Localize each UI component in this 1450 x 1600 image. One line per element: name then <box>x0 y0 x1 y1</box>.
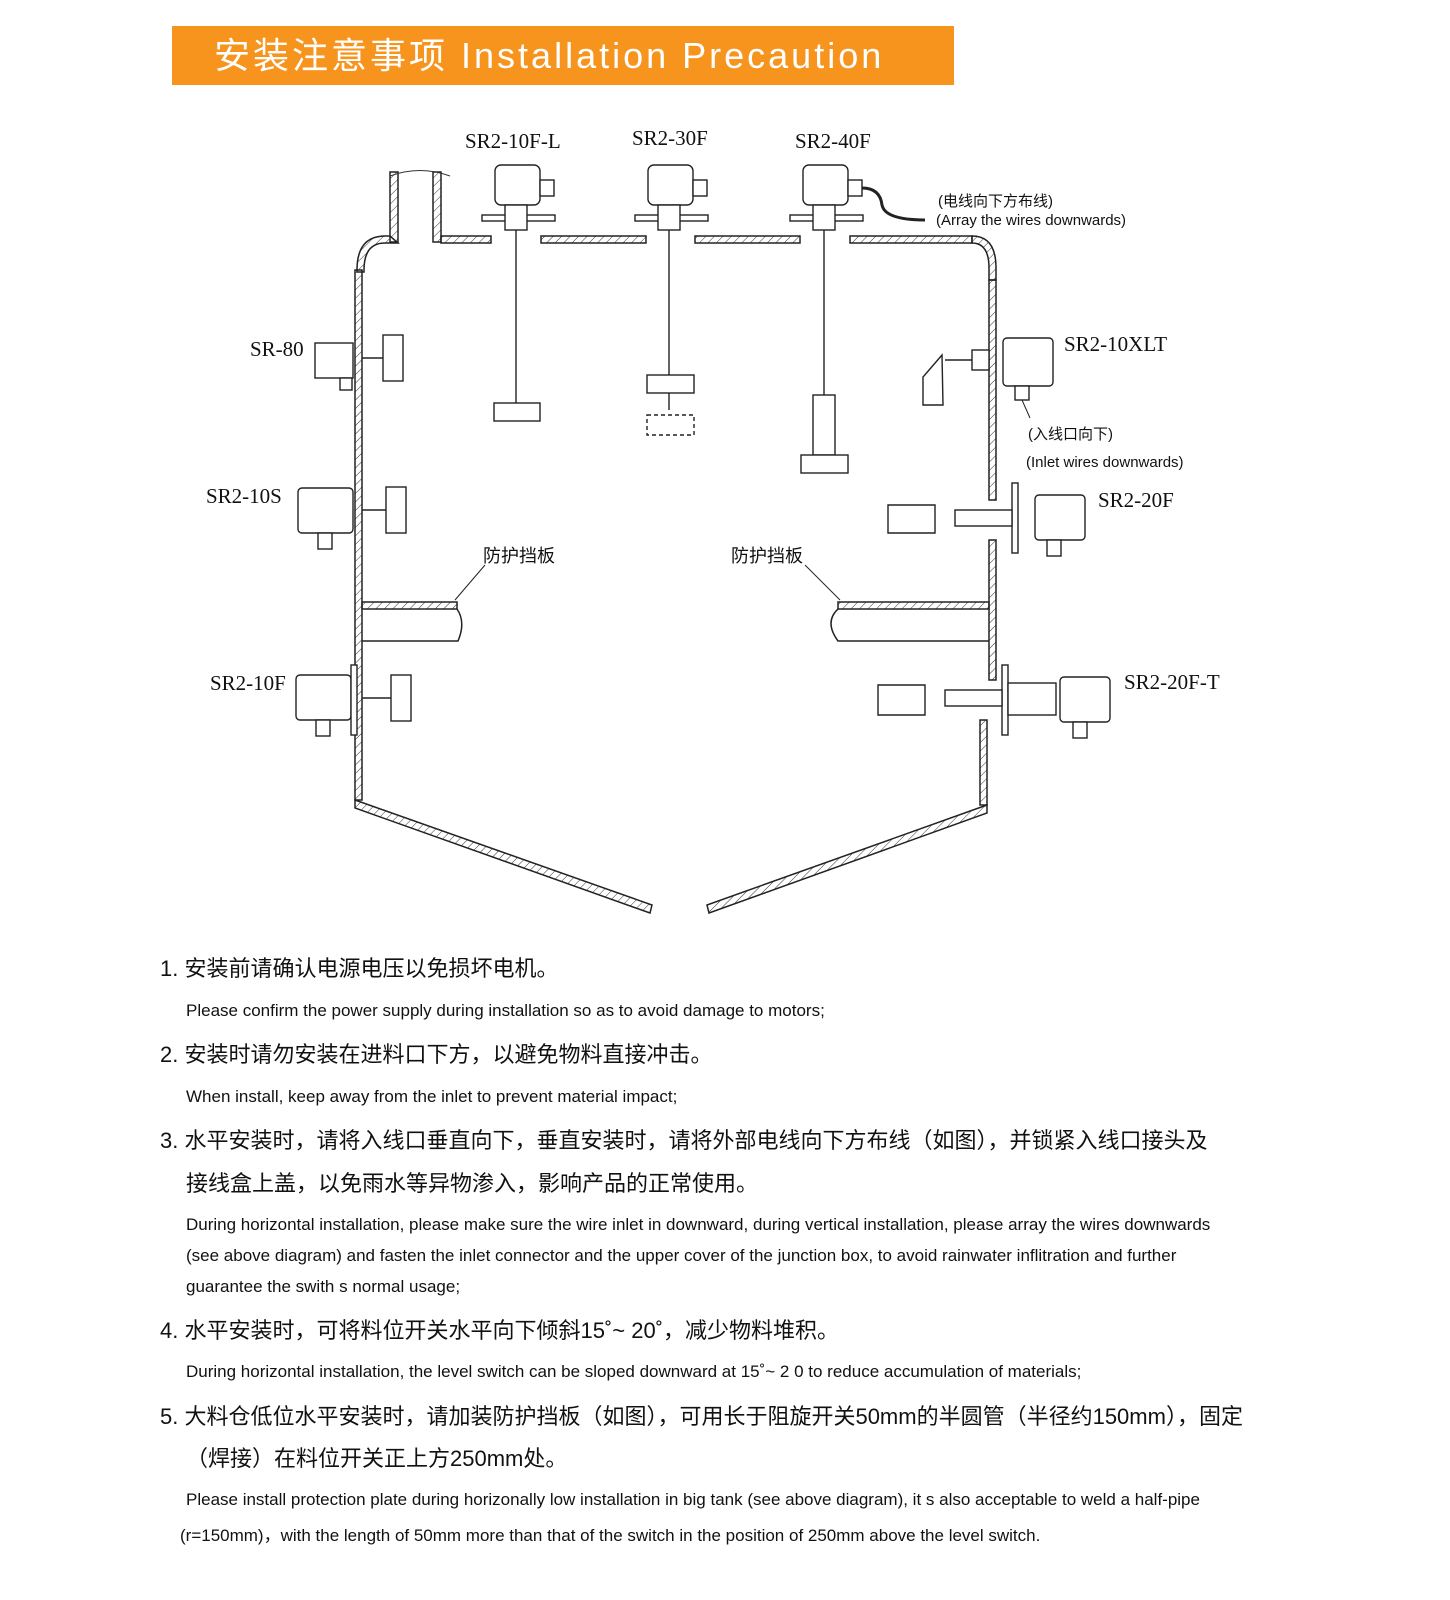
sensor-sr2-10f-l <box>481 164 556 422</box>
wire-note-en: (Array the wires downwards) <box>936 212 1126 229</box>
protection-baffle-right <box>804 564 990 642</box>
note-2-cn: 2. 安装时请勿安装在进料口下方，以避免物料直接冲击。 <box>160 1042 713 1067</box>
label-sr2-10s: SR2-10S <box>206 484 282 508</box>
label-sr2-20f: SR2-20F <box>1098 488 1174 512</box>
inlet-note-cn: (入线口向下) <box>1028 426 1113 443</box>
wire-note-cn: (电线向下方布线) <box>938 193 1053 210</box>
protection-baffle-left <box>361 564 486 642</box>
sensor-sr2-10xlt <box>922 337 1054 419</box>
note-1-en: Please confirm the power supply during i… <box>186 1001 825 1020</box>
sensor-sr2-10s <box>297 486 407 550</box>
inlet-note-en: (Inlet wires downwards) <box>1026 454 1184 471</box>
note-3-cn-cont: 接线盒上盖，以免雨水等异物渗入，影响产品的正常使用。 <box>186 1171 759 1196</box>
note-3-en-3: guarantee the swith s normal usage; <box>186 1277 461 1296</box>
sensor-sr2-30f <box>634 164 709 436</box>
inlet-break-line <box>389 170 451 177</box>
title-cn: 安装注意事项 <box>214 35 449 76</box>
title-en: Installation Precaution <box>461 35 885 76</box>
label-sr2-40f: SR2-40F <box>795 129 871 153</box>
note-3-en: During horizontal installation, please m… <box>186 1215 1211 1234</box>
note-4-cn: 4. 水平安装时，可将料位开关水平向下倾斜15˚~ 20˚，减少物料堆积。 <box>160 1318 840 1343</box>
note-5-cn-cont: （焊接）在料位开关正上方250mm处。 <box>186 1446 568 1471</box>
title-banner: 安装注意事项 Installation Precaution <box>172 26 954 85</box>
note-3-en-2: (see above diagram) and fasten the inlet… <box>186 1246 1177 1265</box>
sensor-sr-80 <box>314 334 404 391</box>
sensor-sr2-40f <box>789 164 926 474</box>
label-sr-80: SR-80 <box>250 337 304 361</box>
label-sr2-10f: SR2-10F <box>210 671 286 695</box>
baffle-label-right: 防护挡板 <box>731 546 803 566</box>
note-4-en: During horizontal installation, the leve… <box>186 1362 1082 1381</box>
label-sr2-10xlt: SR2-10XLT <box>1064 332 1167 356</box>
note-2-en: When install, keep away from the inlet t… <box>186 1087 678 1106</box>
label-sr2-30f: SR2-30F <box>632 126 708 150</box>
tank-wall <box>354 171 997 914</box>
sensor-sr2-20f-t <box>877 664 1111 739</box>
note-5-en-2: (r=150mm)，with the length of 50mm more t… <box>180 1526 1041 1545</box>
sensor-sr2-10f <box>295 664 412 737</box>
tank-installation-diagram: SR2-10F-L SR2-30F SR2-40F SR-80 SR2-10S … <box>206 126 1220 914</box>
label-sr2-10f-l: SR2-10F-L <box>465 129 561 153</box>
note-3-cn: 3. 水平安装时，请将入线口垂直向下，垂直安装时，请将外部电线向下方布线（如图）… <box>160 1128 1208 1153</box>
note-5-cn: 5. 大料仓低位水平安装时，请加装防护挡板（如图），可用长于阻旋开关50mm的半… <box>160 1404 1243 1429</box>
note-5-en: Please install protection plate during h… <box>186 1490 1200 1509</box>
sensor-sr2-20f <box>887 482 1086 557</box>
label-sr2-20f-t: SR2-20F-T <box>1124 670 1220 694</box>
note-1-cn: 1. 安装前请确认电源电压以免损坏电机。 <box>160 956 559 981</box>
baffle-label-left: 防护挡板 <box>483 546 555 566</box>
